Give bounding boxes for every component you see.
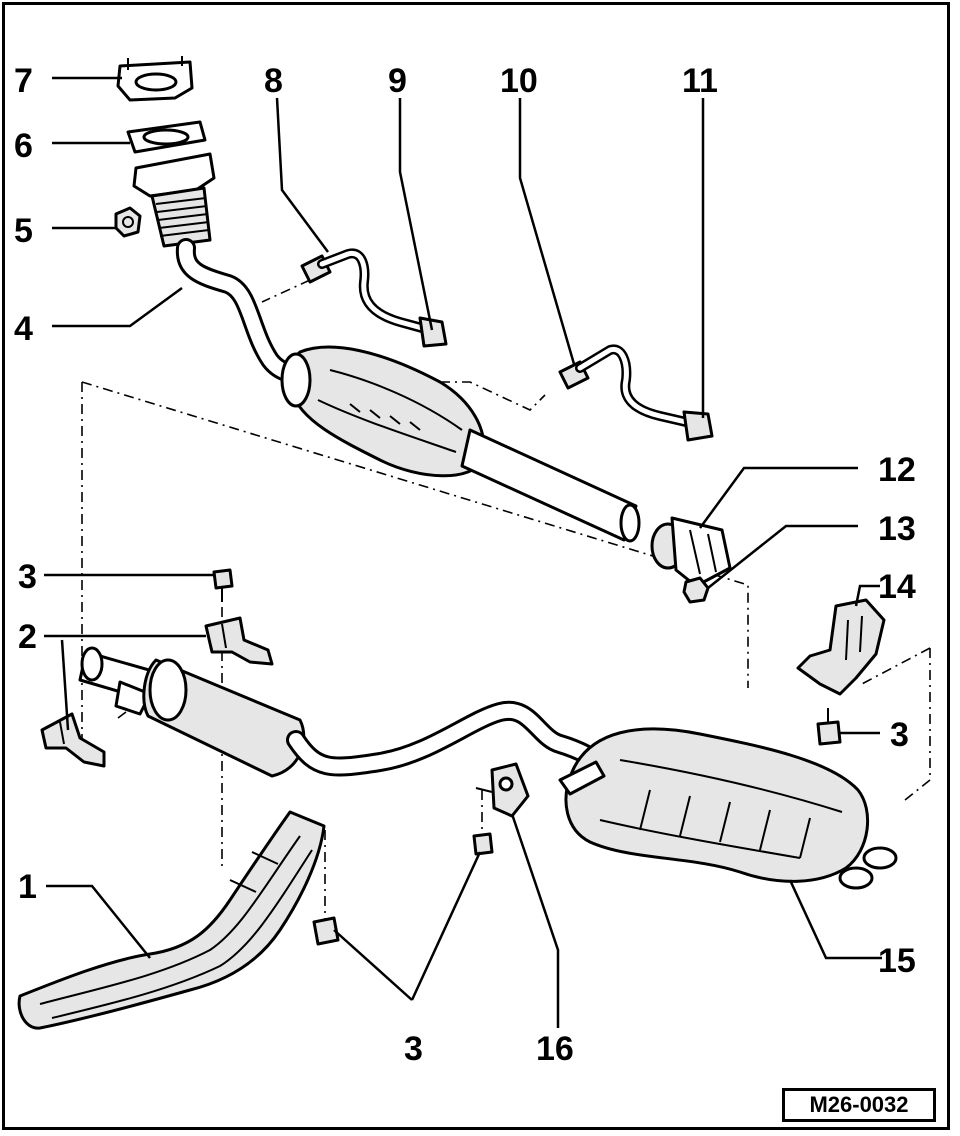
part-10-11-sensor (558, 344, 714, 442)
callout-10: 10 (500, 62, 538, 100)
part-7-flange (116, 56, 194, 102)
callout-13: 13 (878, 510, 916, 548)
part-14-bracket (796, 598, 886, 696)
callout-3-bottom: 3 (404, 1030, 423, 1068)
part-2-hanger-rear (40, 712, 106, 768)
callout-1: 1 (18, 868, 37, 906)
part-3-bolt-right (816, 708, 842, 746)
part-5-nut (114, 206, 142, 238)
leader-lines (44, 76, 882, 1028)
part-16-rubber-mount (475, 762, 530, 818)
part-3-bolt-top (212, 568, 234, 602)
callout-15: 15 (878, 942, 916, 980)
callout-9: 9 (388, 62, 407, 100)
callout-12: 12 (878, 451, 916, 489)
center-pipe (286, 700, 618, 778)
callout-16: 16 (536, 1030, 574, 1068)
reference-code: M26-0032 (809, 1092, 909, 1117)
callout-14: 14 (878, 568, 916, 606)
callout-5: 5 (14, 212, 33, 250)
callout-labels: 7 6 5 4 8 9 10 11 12 13 14 3 2 3 1 3 16 … (14, 62, 916, 1068)
callout-8: 8 (264, 62, 283, 100)
callout-6: 6 (14, 127, 33, 165)
middle-silencer (78, 646, 306, 778)
intermediate-pipe (460, 428, 641, 543)
part-13-nut (682, 576, 710, 604)
callout-2: 2 (18, 618, 37, 656)
part-2-hanger-front (204, 616, 274, 666)
part-3-bolt-bottom-b (312, 916, 340, 946)
reference-code-box: M26-0032 (782, 1088, 936, 1122)
part-6-gasket (126, 120, 207, 154)
callout-11: 11 (682, 62, 718, 100)
part-8-9-sensor (300, 248, 448, 348)
callout-7: 7 (14, 62, 33, 100)
part-15-rear-silencer (558, 727, 898, 890)
callout-4: 4 (14, 310, 33, 348)
callout-3-top: 3 (18, 558, 37, 596)
callout-3-right: 3 (890, 716, 909, 754)
part-1-heat-shield (17, 810, 326, 1030)
part-12-clamp (650, 516, 732, 588)
part-4-front-pipe (132, 152, 486, 478)
part-3-bolt-bottom-a (472, 832, 494, 856)
